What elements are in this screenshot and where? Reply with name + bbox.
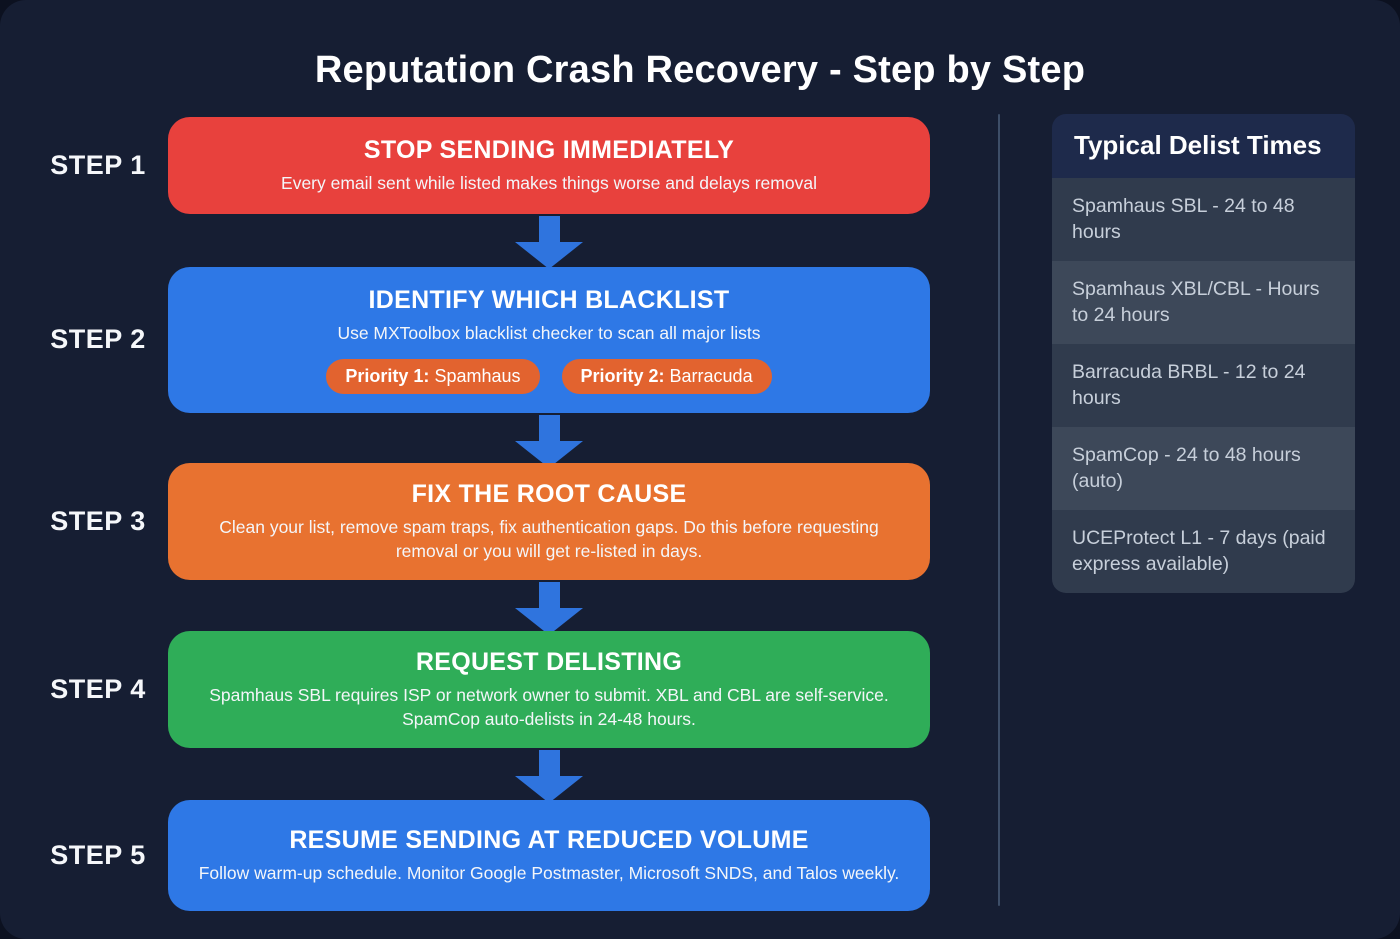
arrow-stem: [538, 216, 560, 242]
step-4-heading: REQUEST DELISTING: [415, 647, 683, 676]
priority-pill-row: Priority 1: Spamhaus Priority 2: Barracu…: [326, 359, 772, 395]
priority-1-pill-value: Spamhaus: [429, 366, 521, 387]
step-3-heading: FIX THE ROOT CAUSE: [411, 479, 687, 508]
list-item: Spamhaus SBL - 24 to 48 hours: [1052, 178, 1355, 261]
arrow-head: [515, 242, 583, 269]
step-4-body: Spamhaus SBL requires ISP or network own…: [209, 684, 889, 729]
arrow-down-icon: [515, 415, 583, 468]
step-3-box: FIX THE ROOT CAUSE Clean your list, remo…: [168, 463, 930, 580]
arrow-head: [515, 776, 583, 803]
step-5-heading: RESUME SENDING AT REDUCED VOLUME: [289, 825, 809, 854]
list-item: Spamhaus XBL/CBL - Hours to 24 hours: [1052, 261, 1355, 344]
step-1-body: Every email sent while listed makes thin…: [281, 172, 817, 193]
priority-2-pill-value: Barracuda: [664, 366, 753, 387]
step-4-label: STEP 4: [50, 674, 146, 704]
page-title: Reputation Crash Recovery - Step by Step: [314, 49, 1086, 92]
arrow-down-icon: [515, 582, 583, 635]
arrow-down-icon: [515, 750, 583, 803]
vertical-divider: [998, 114, 1000, 906]
arrow-stem: [538, 582, 560, 608]
step-2-body: Use MXToolbox blacklist checker to scan …: [337, 322, 761, 343]
step-2-box: IDENTIFY WHICH BLACKLIST Use MXToolbox b…: [168, 267, 930, 413]
step-2-heading: IDENTIFY WHICH BLACKLIST: [368, 285, 730, 314]
priority-1-pill-label: Priority 1:: [345, 366, 430, 387]
list-item: SpamCop - 24 to 48 hours (auto): [1052, 427, 1355, 510]
delist-times-panel: Typical Delist Times Spamhaus SBL - 24 t…: [1052, 114, 1355, 593]
step-5-body: Follow warm-up schedule. Monitor Google …: [198, 862, 900, 883]
priority-2-pill-label: Priority 2:: [580, 366, 665, 387]
step-3-label: STEP 3: [50, 506, 146, 536]
step-5-box: RESUME SENDING AT REDUCED VOLUME Follow …: [168, 800, 930, 911]
step-1-heading: STOP SENDING IMMEDIATELY: [363, 135, 735, 164]
list-item: Barracuda BRBL - 12 to 24 hours: [1052, 344, 1355, 427]
step-4-box: REQUEST DELISTING Spamhaus SBL requires …: [168, 631, 930, 748]
priority-2-pill: Priority 2: Barracuda: [561, 359, 772, 395]
arrow-stem: [538, 750, 560, 776]
step-3-body: Clean your list, remove spam traps, fix …: [219, 516, 879, 561]
step-1-box: STOP SENDING IMMEDIATELY Every email sen…: [168, 117, 930, 214]
list-item: UCEProtect L1 - 7 days (paid express ava…: [1052, 510, 1355, 593]
arrow-stem: [538, 415, 560, 441]
step-5-label: STEP 5: [50, 840, 146, 870]
arrow-down-icon: [515, 216, 583, 269]
delist-times-title: Typical Delist Times: [1052, 114, 1355, 178]
step-2-label: STEP 2: [50, 324, 146, 354]
delist-times-list: Spamhaus SBL - 24 to 48 hours Spamhaus X…: [1052, 178, 1355, 593]
step-1-label: STEP 1: [50, 150, 146, 180]
arrow-head: [515, 608, 583, 635]
priority-1-pill: Priority 1: Spamhaus: [326, 359, 540, 395]
